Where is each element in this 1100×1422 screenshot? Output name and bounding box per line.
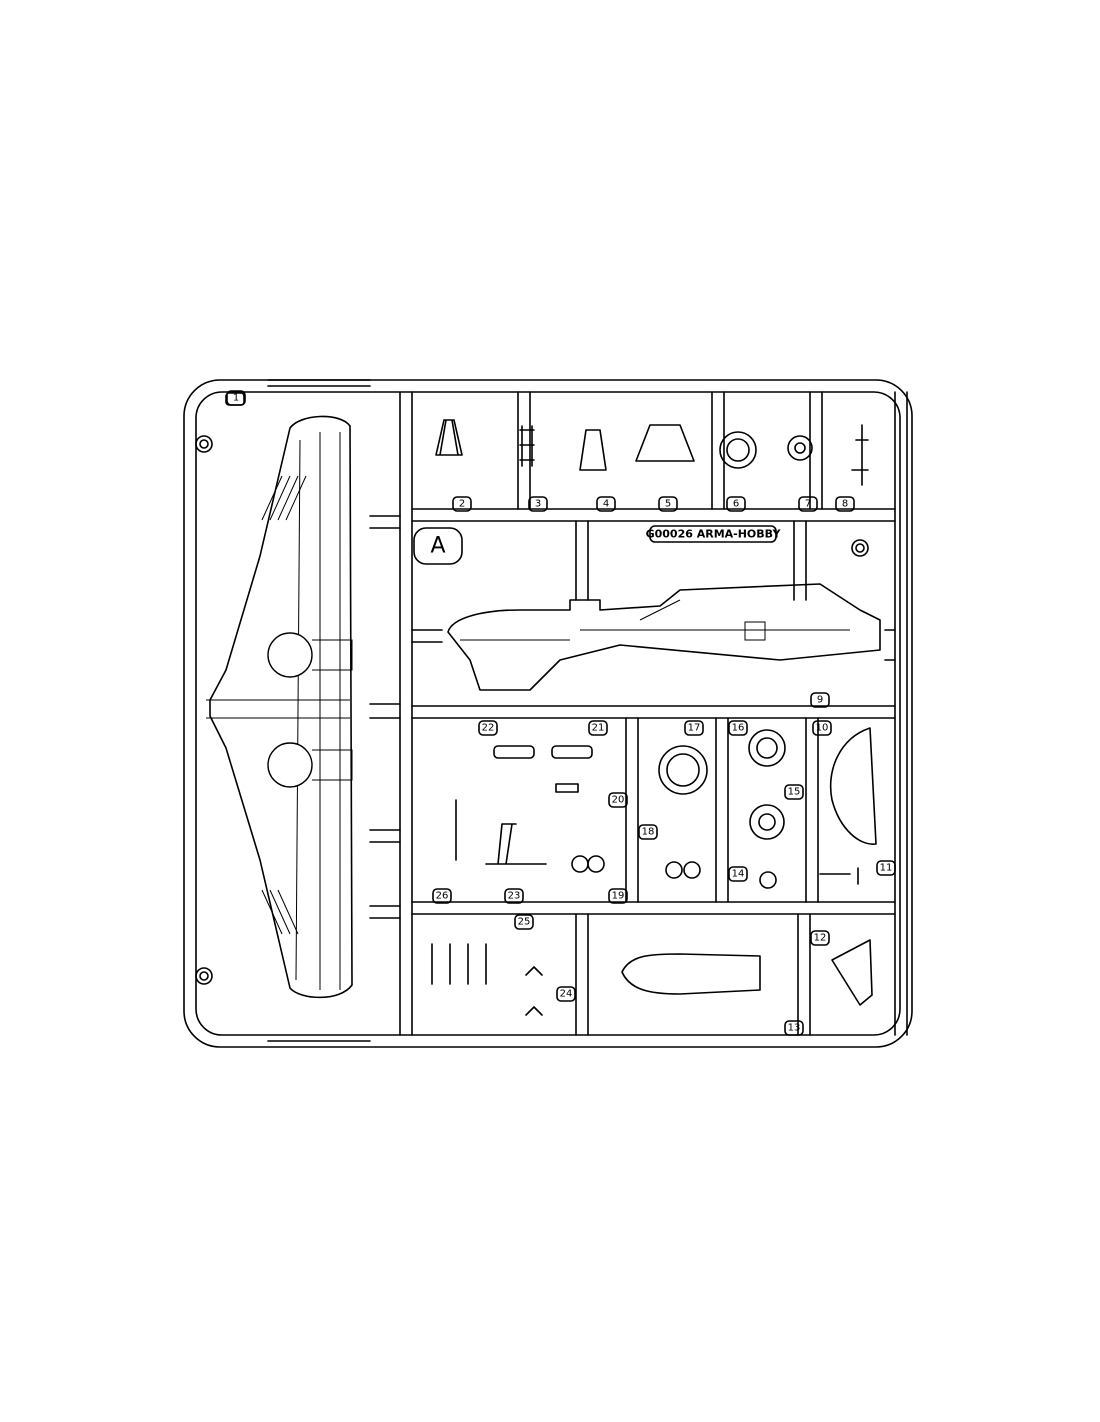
part-6: [719, 431, 757, 469]
part-number-tag: 16: [728, 720, 748, 736]
sprue-label: G00026 ARMA-HOBBY: [646, 528, 782, 541]
part-number-label: 21: [592, 723, 605, 734]
part-number-tag: 12: [810, 930, 830, 946]
part-number-tag: 13: [784, 1020, 804, 1036]
part-number-label: 14: [732, 869, 745, 880]
part-number-label: 11: [880, 863, 893, 874]
part-number-label: 25: [518, 917, 531, 928]
part-number-tag: 1: [226, 390, 246, 406]
part-number-label: 13: [788, 1023, 801, 1034]
part-number-tag: 7: [798, 496, 818, 512]
part-number-tag: 4: [596, 496, 616, 512]
part-5: [635, 424, 695, 462]
part-number-tag: 17: [684, 720, 704, 736]
part-number-label: 10: [816, 723, 829, 734]
part-10: [829, 727, 877, 845]
sprue-letter-badge: A: [413, 527, 463, 565]
part-number-tag: 21: [588, 720, 608, 736]
part-number-label: 18: [642, 827, 655, 838]
part-15: [749, 804, 785, 840]
part-number-label: 17: [688, 723, 701, 734]
part-18: [665, 861, 701, 879]
part-number-label: 20: [612, 795, 625, 806]
part-21: [551, 745, 593, 759]
part-number-tag: 18: [638, 824, 658, 840]
part-2: [435, 419, 463, 456]
part-number-tag: 10: [812, 720, 832, 736]
part-number-tag: 22: [478, 720, 498, 736]
part-12: [831, 939, 873, 1006]
part-number-tag: 11: [876, 860, 896, 876]
part-14: [759, 871, 777, 889]
part-number-label: 3: [535, 499, 541, 510]
part-number-tag: 5: [658, 496, 678, 512]
part-19: [571, 855, 605, 873]
part-number-tag: 15: [784, 784, 804, 800]
part-13: [621, 953, 761, 995]
ejector-pins: [195, 435, 869, 985]
part-number-label: 4: [603, 499, 609, 510]
part-23: [485, 823, 547, 865]
part-number-label: 24: [560, 989, 573, 1000]
part-number-label: 2: [459, 499, 465, 510]
part-number-tag: 3: [528, 496, 548, 512]
part-8: [851, 424, 869, 486]
part-number-label: 26: [436, 891, 449, 902]
runners: [369, 391, 908, 1036]
part-16: [748, 729, 786, 767]
part-20: [555, 783, 579, 793]
part-number-label: 19: [612, 891, 625, 902]
part-number-tag: 23: [504, 888, 524, 904]
part-1-wing: [206, 392, 353, 999]
sprue-label-badge: G00026 ARMA-HOBBY: [646, 525, 782, 543]
part-number-label: 7: [805, 499, 811, 510]
part-17: [658, 745, 708, 795]
part-number-label: 16: [732, 723, 745, 734]
part-number-tag: 2: [452, 496, 472, 512]
part-7: [787, 435, 813, 461]
part-number-label: 6: [733, 499, 739, 510]
part-number-label: 23: [508, 891, 521, 902]
part-number-tag: 14: [728, 866, 748, 882]
part-number-tag: 6: [726, 496, 746, 512]
part-number-tag: 25: [514, 914, 534, 930]
part-number-label: 12: [814, 933, 827, 944]
part-25: [431, 943, 487, 985]
part-number-label: 15: [788, 787, 801, 798]
part-number-tag: 9: [810, 692, 830, 708]
part-number-tag: 26: [432, 888, 452, 904]
sprue-letter: A: [430, 534, 445, 559]
part-number-label: 1: [233, 393, 239, 404]
part-3: [519, 425, 535, 467]
part-number-tag: 8: [835, 496, 855, 512]
part-number-tag: 20: [608, 792, 628, 808]
part-11: [819, 867, 859, 885]
part-number-tag: 24: [556, 986, 576, 1002]
part-number-label: 22: [482, 723, 495, 734]
part-9-fuselage: [447, 583, 881, 691]
part-4: [579, 429, 607, 471]
part-22: [493, 745, 535, 759]
part-24: [525, 966, 543, 1016]
part-number-label: 5: [665, 499, 671, 510]
part-number-label: 8: [842, 499, 848, 510]
sprue-frame: [183, 379, 913, 1048]
part-number-tag: 19: [608, 888, 628, 904]
part-number-label: 9: [817, 695, 823, 706]
